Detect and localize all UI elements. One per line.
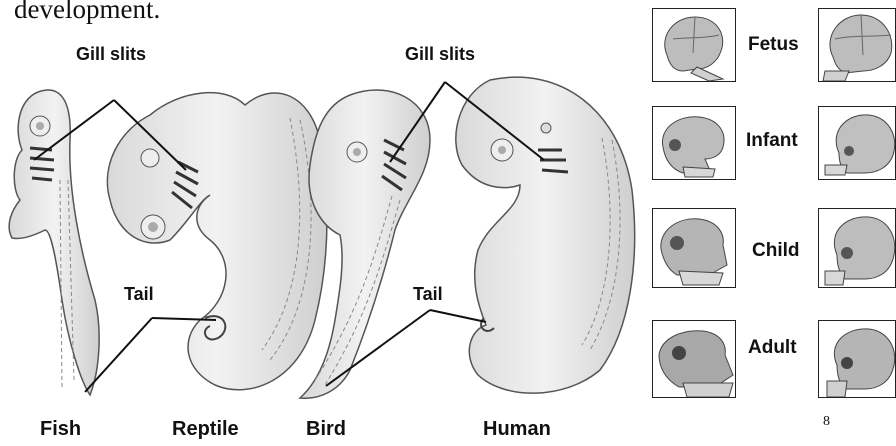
human-fetus-skull (818, 8, 896, 82)
stage-label-adult: Adult (748, 337, 797, 359)
stage-label-fetus: Fetus (748, 34, 799, 56)
stage-label-infant: Infant (746, 130, 798, 152)
gill-slits-label-right: Gill slits (405, 44, 475, 65)
human-adult-skull (818, 320, 896, 398)
stage-label-child: Child (752, 240, 800, 262)
embryo-illustration (0, 0, 640, 446)
chimp-infant-skull (652, 106, 736, 180)
reptile-embryo (107, 93, 327, 390)
tail-label-right: Tail (413, 284, 443, 305)
chimp-child-skull (652, 208, 736, 288)
human-infant-skull (818, 106, 896, 180)
chimp-adult-skull (652, 320, 736, 398)
tail-label-left: Tail (124, 284, 154, 305)
human-child-skull (818, 208, 896, 288)
page-number: 8 (823, 414, 830, 430)
chimp-fetus-skull (652, 8, 736, 82)
species-label-human: Human (483, 418, 551, 441)
species-label-bird: Bird (306, 418, 346, 441)
fish-embryo (9, 90, 99, 395)
species-label-reptile: Reptile (172, 418, 239, 441)
species-label-fish: Fish (40, 418, 81, 441)
human-embryo (456, 77, 635, 393)
gill-slits-label-left: Gill slits (76, 44, 146, 65)
